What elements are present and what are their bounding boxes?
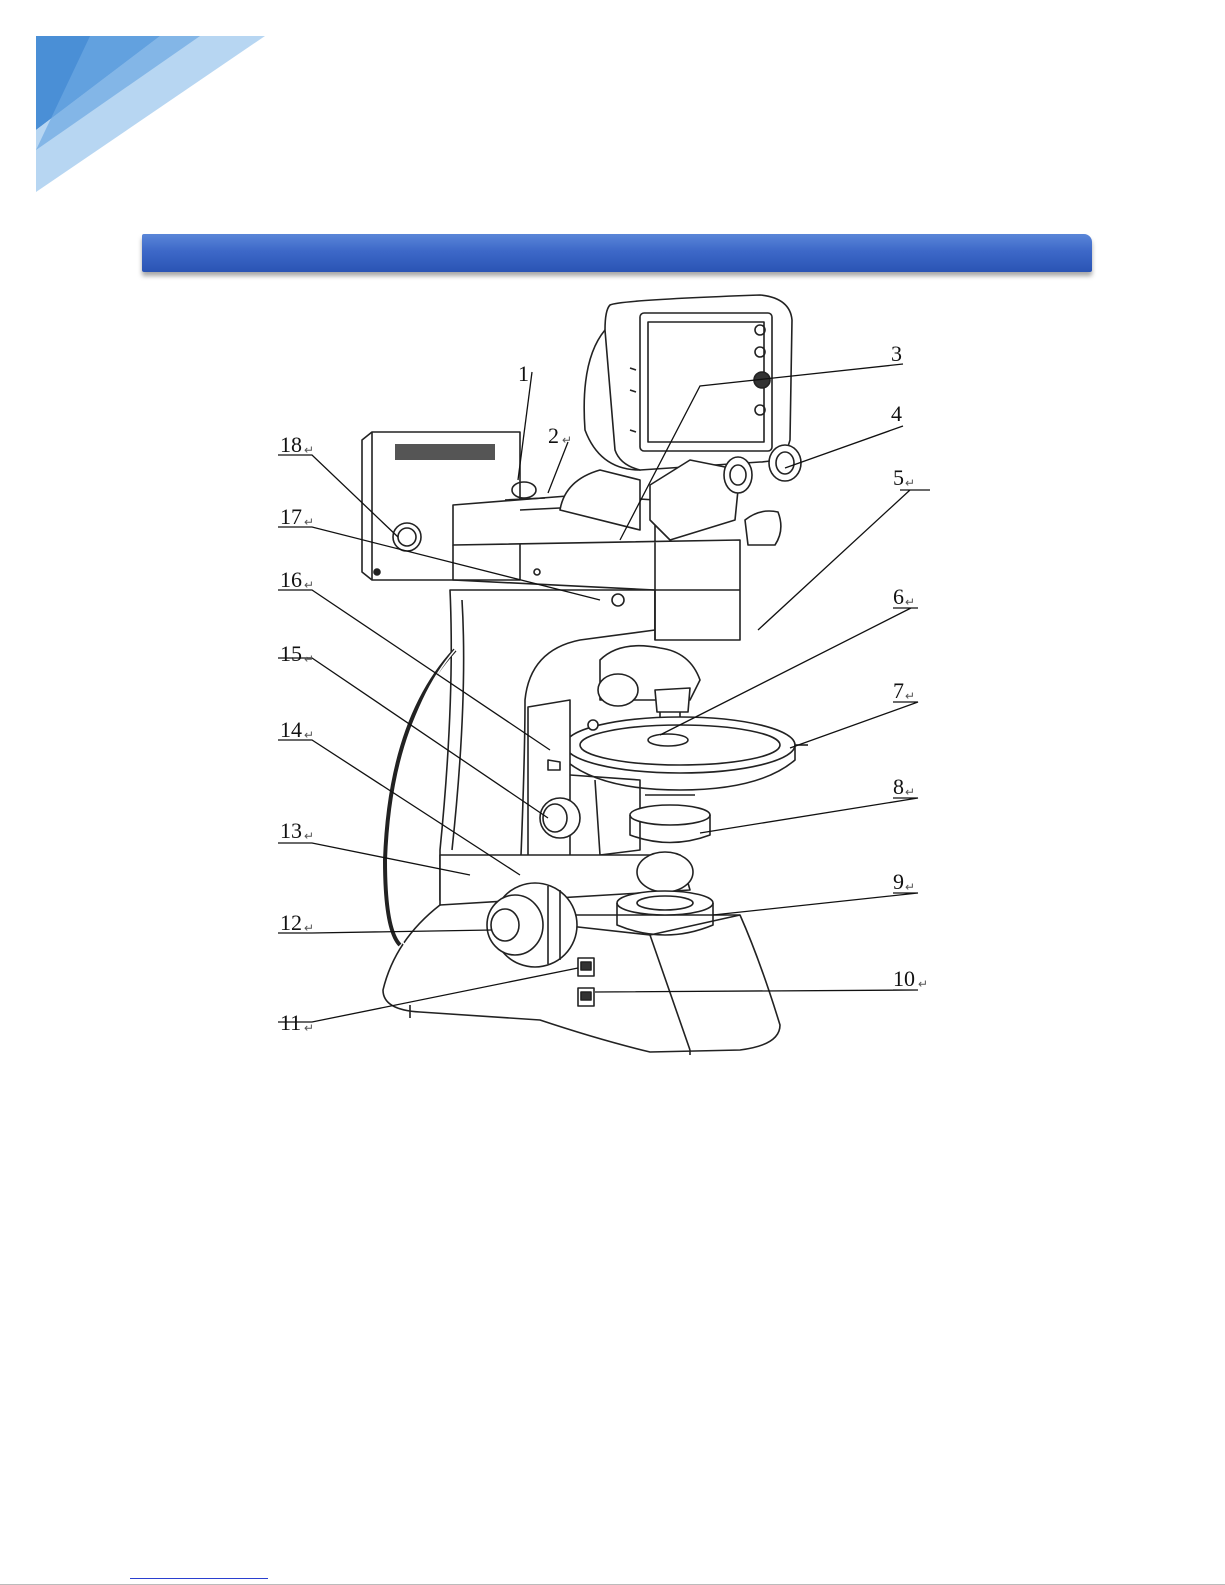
callout-10: 10: [893, 966, 915, 991]
callout-5: 5: [893, 465, 904, 490]
return-mark: ↵: [304, 515, 314, 529]
return-mark: ↵: [304, 652, 314, 666]
callout-2: 2: [548, 423, 559, 448]
return-mark: ↵: [304, 728, 314, 742]
return-mark: ↵: [905, 880, 915, 894]
return-mark: ↵: [304, 443, 314, 457]
return-mark: ↵: [918, 977, 928, 991]
return-mark: ↵: [905, 785, 915, 799]
callout-7: 7: [893, 678, 904, 703]
callout-17: 17: [280, 504, 302, 529]
callout-8: 8: [893, 774, 904, 799]
return-mark: ↵: [562, 433, 572, 447]
callout-1: 1: [518, 361, 529, 386]
footer-link-underline[interactable]: [130, 1578, 268, 1579]
return-mark: ↵: [304, 921, 314, 935]
return-mark: ↵: [905, 595, 915, 609]
callout-18: 18: [280, 432, 302, 457]
callout-9: 9: [893, 869, 904, 894]
return-mark: ↵: [304, 1021, 314, 1035]
callout-14: 14: [280, 717, 302, 742]
return-mark: ↵: [905, 689, 915, 703]
return-mark: ↵: [905, 476, 915, 490]
callout-16: 16: [280, 567, 302, 592]
callout-6: 6: [893, 584, 904, 609]
callout-12: 12: [280, 910, 302, 935]
return-mark: ↵: [304, 829, 314, 843]
callout-4: 4: [891, 401, 902, 426]
callout-11: 11: [280, 1010, 301, 1035]
return-mark: ↵: [304, 578, 314, 592]
callout-3: 3: [891, 341, 902, 366]
callout-13: 13: [280, 818, 302, 843]
callout-15: 15: [280, 641, 302, 666]
